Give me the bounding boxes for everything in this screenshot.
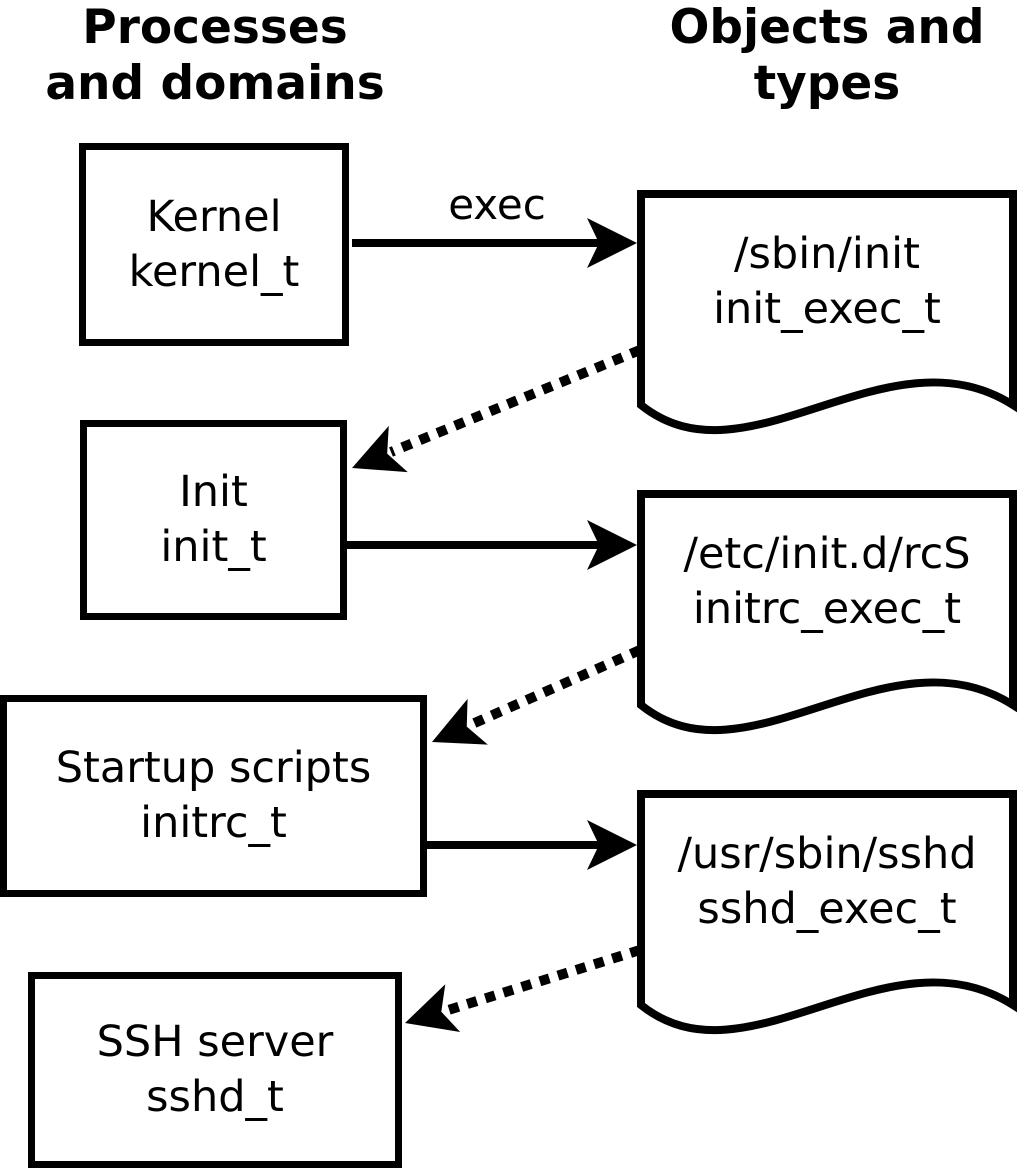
document-shape-init-exec [637,190,1017,435]
document-shape-sshd-exec [637,790,1017,1035]
object-label-sshd-exec: /usr/sbin/sshd sshd_exec_t [641,790,1013,974]
document-shape-initrc-exec [637,490,1017,735]
process-name: Init [179,467,248,517]
heading-processes-line2: and domains [45,56,385,111]
object-path: /etc/init.d/rcS [683,529,971,579]
process-domain: init_t [160,522,267,572]
transition-arrow-initrc-exec-to-initrc [432,645,643,745]
exec-arrow-kernel-to-init-exec [352,218,637,268]
process-domain: sshd_t [146,1072,284,1122]
process-name: Kernel [146,191,282,242]
object-type: init_exec_t [713,284,941,334]
exec-arrow-init-to-initrc-exec [347,520,637,570]
heading-objects-line1: Objects and [669,0,985,55]
process-box-init: Init init_t [80,420,347,620]
process-name: SSH server [96,1017,334,1067]
arrow-label-exec: exec [448,180,546,229]
process-box-kernel: Kernel kernel_t [79,143,349,346]
object-label-init-exec: /sbin/init init_exec_t [641,190,1013,374]
transition-arrow-init-exec-to-init [352,345,642,473]
process-box-startup-scripts: Startup scripts initrc_t [0,695,427,897]
process-domain: initrc_t [140,798,287,848]
process-box-ssh-server: SSH server sshd_t [28,972,402,1168]
column-heading-objects: Objects and types [630,0,1024,112]
heading-processes-line1: Processes [82,0,348,55]
process-name: Startup scripts [55,743,372,793]
object-type: initrc_exec_t [692,584,962,634]
heading-objects-line2: types [753,56,901,111]
object-label-initrc-exec: /etc/init.d/rcS initrc_exec_t [641,490,1013,674]
object-type: sshd_exec_t [697,884,957,934]
object-path: /usr/sbin/sshd [677,829,977,879]
process-domain: kernel_t [128,246,300,297]
exec-arrow-initrc-to-sshd-exec [427,820,637,870]
column-heading-processes: Processes and domains [0,0,430,112]
object-path: /sbin/init [734,229,920,279]
transition-arrow-sshd-exec-to-sshd [405,945,642,1033]
